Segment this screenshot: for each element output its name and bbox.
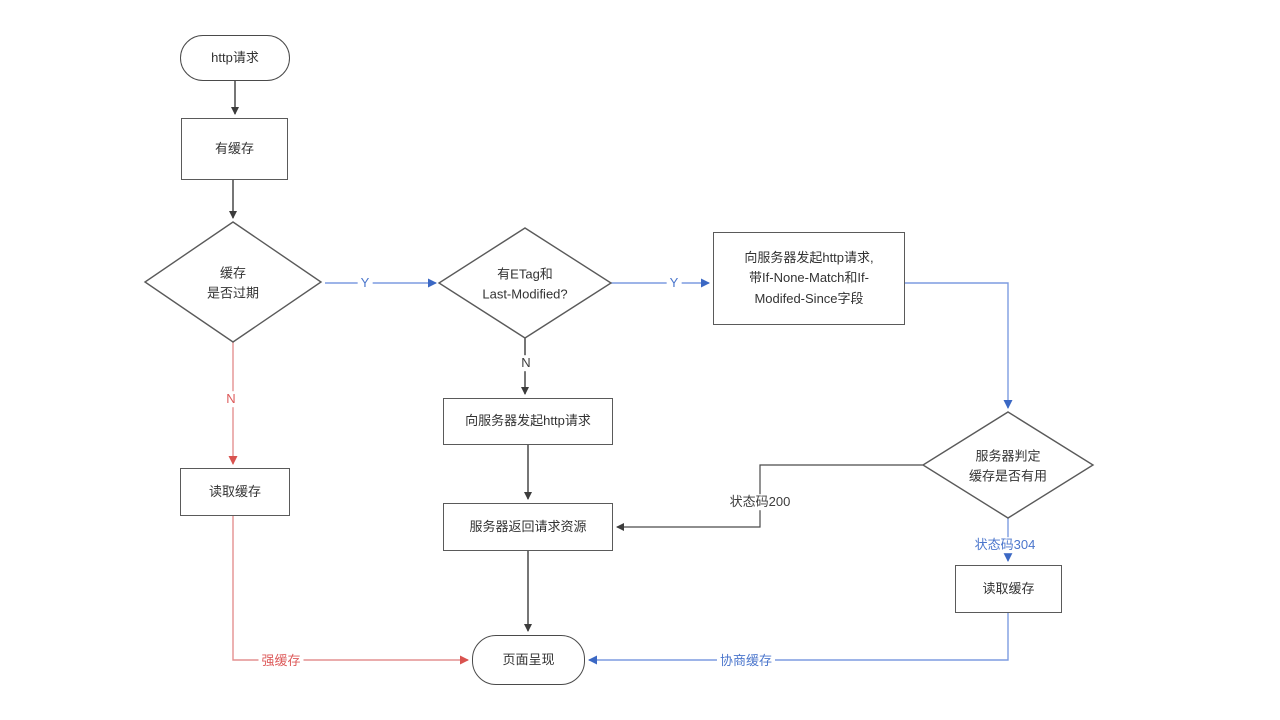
node-has-cache-label: 有缓存: [214, 140, 254, 156]
decision-etag: 有ETag和 Last-Modified?: [482, 265, 567, 304]
decision-etag-line1: 有ETag和: [497, 266, 553, 282]
decision-server-judge-line2: 缓存是否有用: [968, 468, 1048, 483]
node-has-cache: 有缓存: [181, 118, 288, 180]
edge-headers-to-judge: [905, 282, 1013, 409]
node-request-with-headers-line3: Modifed-Since字段: [754, 290, 864, 306]
decision-server-judge: 服务器判定 缓存是否有用: [969, 447, 1047, 486]
decision-cache-expired-line1: 缓存: [219, 265, 247, 281]
node-request-with-headers-line1: 向服务器发起http请求,: [744, 250, 874, 266]
decision-etag-line2: Last-Modified?: [482, 286, 568, 301]
decision-etag-shape: [437, 227, 613, 339]
node-read-cache-right-label: 读取缓存: [982, 580, 1035, 596]
decision-cache-expired-line2: 是否过期: [206, 285, 260, 300]
node-server-return: 服务器返回请求资源: [443, 503, 613, 551]
edge-label-no-black: N: [518, 355, 534, 371]
decision-cache-expired-shape: [143, 221, 323, 343]
node-read-cache-right: 读取缓存: [955, 565, 1062, 613]
edge-label-strong-cache: 强缓存: [258, 653, 304, 669]
edge-negotiated-to-render: [588, 613, 1009, 665]
node-request-plain-label: 向服务器发起http请求: [465, 413, 591, 429]
node-request-plain: 向服务器发起http请求: [443, 398, 613, 445]
decision-server-judge-line1: 服务器判定: [975, 448, 1041, 464]
edge-label-status-200: 状态码200: [726, 494, 794, 510]
edge-strong-to-render: [232, 516, 469, 665]
node-page-render: 页面呈现: [472, 635, 585, 685]
edge-label-yes-1: Y: [357, 275, 373, 291]
node-page-render-label: 页面呈现: [502, 651, 555, 667]
node-server-return-label: 服务器返回请求资源: [469, 518, 587, 534]
decision-server-judge-shape: [921, 411, 1095, 519]
node-http-request-label: http请求: [211, 49, 259, 65]
node-read-cache-left-label: 读取缓存: [208, 483, 261, 499]
edge-label-no-red: N: [223, 391, 239, 407]
decision-cache-expired: 缓存 是否过期: [207, 264, 259, 303]
node-read-cache-left: 读取缓存: [180, 468, 290, 516]
node-request-with-headers-line2: 带If-None-Match和If-: [749, 270, 869, 286]
node-request-with-headers: 向服务器发起http请求, 带If-None-Match和If- Modifed…: [713, 232, 905, 325]
edge-label-yes-2: Y: [666, 275, 682, 291]
node-http-request: http请求: [180, 35, 290, 81]
edge-label-negotiated-cache: 协商缓存: [716, 653, 776, 669]
edge-label-status-304: 状态码304: [971, 537, 1039, 553]
